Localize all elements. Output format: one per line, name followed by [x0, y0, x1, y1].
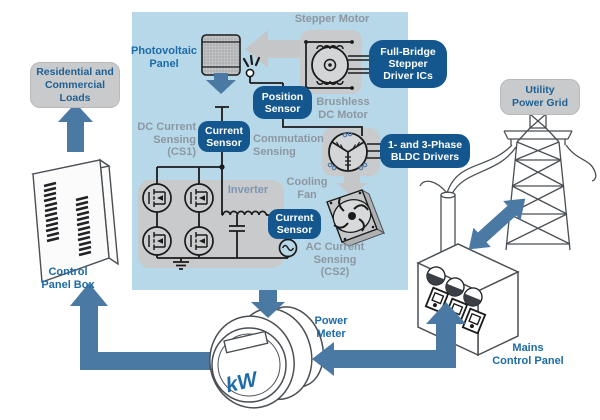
loads-arrow: [58, 103, 93, 152]
inverter-label: Inverter: [218, 184, 278, 197]
label-line: Commutation: [253, 133, 324, 145]
label-line: Panel: [149, 57, 179, 70]
label-line: Mains: [512, 342, 544, 354]
bldc-drivers-badge: 1- and 3-Phase BLDC Drivers: [380, 134, 470, 168]
label-line: Power Grid: [511, 97, 568, 109]
label-line: Sensing: [253, 145, 296, 158]
brushless-dc-motor-label: Brushless DC Motor: [306, 96, 380, 121]
meter-display-window: [223, 330, 269, 354]
conduit-pipe: [440, 191, 456, 254]
position-sensor-icon: [242, 54, 284, 88]
label-line: Photovoltaic: [130, 45, 197, 57]
label-line: Meter: [316, 327, 346, 340]
position-sensor-badge: Position Sensor: [253, 86, 312, 119]
label-line: Utility: [525, 84, 555, 96]
cooling-fan-icon: [326, 188, 386, 247]
label-line: AC Current: [305, 241, 365, 253]
bldc-motor-icon: [327, 131, 382, 172]
label-line: Stepper Motor: [294, 13, 370, 25]
photovoltaic-panel-label: Photovoltaic Panel: [128, 45, 200, 70]
breaker-strip: [43, 181, 92, 257]
commutation-wire: [282, 119, 363, 136]
label-line: Sensing: [313, 253, 357, 266]
label-line: Fan: [297, 188, 317, 201]
badge-line: Driver ICs: [383, 70, 433, 82]
commutation-sensing-label: Commutation Sensing: [253, 133, 345, 158]
label-line: Commercial: [44, 78, 106, 91]
control-panel-box-label: Control Panel Box: [20, 266, 116, 291]
badge-line: Position: [261, 90, 304, 103]
winding-marks: [327, 131, 368, 171]
label-line: Inverter: [227, 184, 269, 196]
control-panel-box-icon: [31, 158, 119, 283]
label-line: Loads: [59, 91, 91, 104]
photovoltaic-panel-icon: [201, 34, 241, 76]
mains-grid-arrow: [468, 198, 526, 250]
label-line: Control Panel: [492, 354, 564, 367]
badge-line: Sensor: [264, 102, 301, 115]
badge-line: Full-Bridge: [380, 46, 436, 58]
dc-bus-wires: [156, 106, 229, 215]
current-sensor-dc-badge: Current Sensor: [198, 121, 250, 152]
full-bridge-driver-badge: Full-Bridge Stepper Driver ICs: [369, 40, 447, 88]
label-line: (CS1): [167, 146, 196, 158]
inverter-backdrop: [138, 180, 284, 268]
mains-control-panel-label: Mains Control Panel: [472, 342, 584, 367]
bldc-to-fan-arrow: [337, 172, 367, 197]
board-to-meter-arrow: [251, 290, 285, 318]
utility-tower-icon: [419, 103, 597, 251]
power-meter-label: Power Meter: [300, 315, 362, 340]
label-line: DC Current: [137, 121, 196, 133]
label-line: (CS2): [320, 266, 350, 278]
mains-control-panel-icon: [416, 243, 520, 357]
inverter-circuit: [142, 183, 298, 270]
label-line: Cooling: [286, 176, 328, 188]
ac-current-sensing-label: AC Current Sensing (CS2): [296, 241, 374, 279]
stepper-motor-label: Stepper Motor: [288, 13, 376, 26]
cooling-fan-label: Cooling Fan: [282, 176, 332, 201]
dc-current-sensing-label: DC Current Sensing (CS1): [128, 121, 196, 159]
badge-line: Sensor: [276, 224, 313, 236]
label-line: Sensing: [153, 133, 196, 146]
badge-line: Current: [205, 124, 243, 137]
badge-line: Current: [275, 212, 314, 224]
residential-loads-node: Residential and Commercial Loads: [30, 62, 120, 108]
badge-line: 1- and 3-Phase: [387, 139, 463, 151]
ac-source-icon: [278, 238, 298, 258]
stepper-motor-icon: [304, 40, 371, 90]
label-line: Residential and: [36, 65, 114, 78]
label-line: DC Motor: [318, 108, 368, 121]
meter-to-controlbox-arrow: [70, 283, 232, 370]
pv-down-arrow: [206, 73, 236, 94]
badge-line: BLDC Drivers: [390, 151, 460, 163]
label-line: Panel Box: [41, 278, 95, 291]
stepper-to-panel-arrow: [245, 30, 305, 68]
meter-mains-arrow: [312, 302, 466, 376]
label-line: Control: [48, 266, 88, 278]
label-line: Power: [314, 315, 348, 327]
badge-line: Stepper: [388, 58, 428, 70]
badge-line: Sensor: [206, 136, 242, 149]
label-line: Brushless: [316, 96, 370, 108]
current-sensor-ac-badge: Current Sensor: [268, 209, 321, 239]
utility-power-grid-node: Utility Power Grid: [500, 79, 580, 115]
